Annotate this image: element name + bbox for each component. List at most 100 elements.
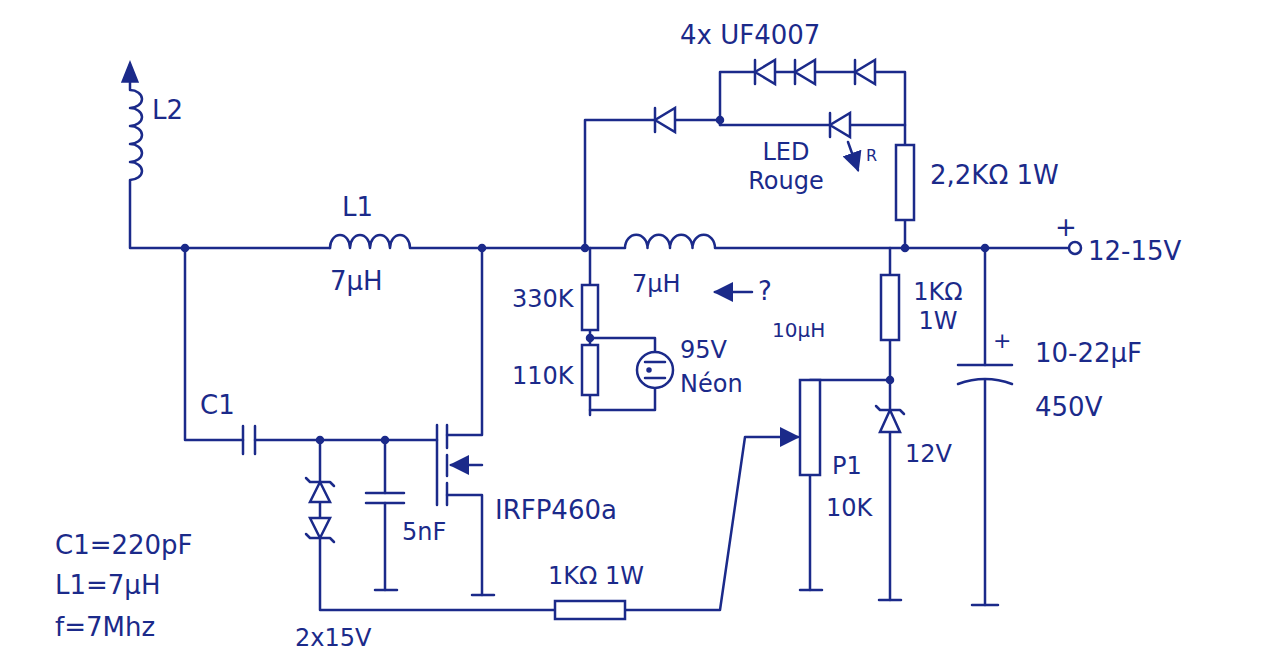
component-label: 1KΩ 1W: [548, 562, 644, 591]
component-label: 10µH: [772, 318, 825, 342]
component-label: 2x15V: [295, 624, 371, 653]
wire: [384, 440, 387, 493]
capacitor-symbol: [366, 502, 404, 505]
diode-symbol: [794, 60, 797, 84]
zener-symbol: [310, 482, 330, 502]
wire: [589, 395, 592, 415]
wire: [590, 338, 655, 352]
zener-symbol: [306, 534, 334, 542]
capacitor-symbol: [254, 426, 257, 454]
ground-symbol: [375, 590, 998, 605]
component-label: R: [866, 146, 877, 165]
wire: [447, 248, 482, 435]
zener-symbol: [880, 410, 900, 432]
wire: [984, 380, 987, 605]
ground-symbol: [972, 604, 998, 607]
led-symbol: [830, 113, 850, 137]
diode-symbol: [655, 108, 675, 132]
neon-lamp: [645, 377, 665, 380]
capacitor-symbol: [366, 492, 404, 495]
diode-symbol: [755, 60, 775, 84]
antenna-coil: [130, 82, 330, 248]
wire: [984, 248, 987, 365]
diode-symbol: [854, 60, 857, 84]
capacitor-symbol: [958, 379, 1012, 384]
neon-lamp: [637, 352, 673, 388]
zener-symbol: [306, 478, 334, 486]
component-label: +: [993, 328, 1011, 354]
neon-lamp: [645, 361, 665, 364]
potentiometer-symbol: [800, 380, 820, 475]
component-label: 95V: [680, 336, 727, 365]
resistor-symbol: [896, 145, 914, 220]
component-label: 12V: [905, 440, 952, 469]
wire: [185, 248, 243, 440]
component-label: 5nF: [402, 518, 446, 547]
diode-symbol: [754, 60, 757, 84]
mosfet-symbol: [446, 483, 449, 505]
junction-dot: [382, 437, 389, 444]
component-label: L1=7µH: [55, 570, 160, 601]
diode-symbol: [795, 60, 815, 84]
junction-dot: [317, 437, 324, 444]
neon-lamp: [637, 352, 673, 388]
potentiometer-symbol: [800, 380, 820, 475]
wire: [889, 248, 892, 275]
resistor-symbol: [555, 145, 914, 619]
junction-dot: [982, 245, 989, 252]
component-label: +: [1055, 212, 1077, 243]
antenna-coil: [122, 62, 138, 82]
junction-dot: [902, 245, 909, 252]
resistor-symbol: [555, 601, 625, 619]
wire: [185, 72, 985, 610]
led-symbol: [830, 113, 858, 170]
mosfet-symbol: [446, 425, 449, 448]
component-label: 1KΩ 1W: [906, 278, 970, 336]
wire: [720, 120, 905, 125]
led-symbol: [848, 142, 858, 170]
component-label: ?: [758, 276, 772, 307]
component-label: 110K: [512, 362, 574, 391]
mosfet-symbol: [451, 464, 482, 467]
component-label: Néon: [680, 370, 743, 399]
component-label: 2,2KΩ 1W: [930, 160, 1059, 191]
neon-lamp: [647, 368, 651, 372]
wire: [590, 388, 655, 410]
capacitor-symbol: [243, 365, 1012, 503]
diode-symbol: [654, 108, 657, 132]
component-label: f=7Mhz: [55, 612, 155, 643]
wire: [625, 437, 798, 610]
mosfet-symbol: [436, 425, 439, 505]
ground-symbol: [472, 594, 494, 597]
junction-dot: [582, 245, 589, 252]
component-label: 10K: [826, 494, 872, 523]
component-label: P1: [832, 452, 862, 481]
junction-dot: [479, 245, 486, 252]
terminal-symbol: [1069, 242, 1081, 254]
mosfet-symbol: [437, 425, 482, 505]
zener-symbol: [310, 518, 330, 538]
wire: [447, 495, 482, 595]
antenna-coil: [122, 62, 330, 248]
resistor-symbol: [881, 275, 899, 340]
component-label: IRFP460a: [495, 495, 617, 526]
component-label: C1: [200, 390, 235, 421]
wire: [715, 291, 752, 294]
terminal-symbol: [1069, 242, 1081, 254]
component-label: 4x UF4007: [680, 20, 820, 51]
diode-symbol: [855, 60, 875, 84]
wire: [810, 379, 890, 382]
wire: [589, 248, 592, 285]
wire: [255, 439, 437, 442]
inductor-symbol: [330, 235, 585, 248]
capacitor-symbol: [958, 364, 1012, 367]
junction-dot: [182, 117, 989, 444]
led-symbol: [829, 113, 832, 137]
zener-symbol: [876, 406, 904, 414]
resistor-symbol: [582, 345, 598, 395]
junction-dot: [182, 245, 189, 252]
junction-dot: [717, 117, 724, 124]
component-label: L1: [342, 192, 373, 223]
component-label: 450V: [1035, 392, 1102, 423]
